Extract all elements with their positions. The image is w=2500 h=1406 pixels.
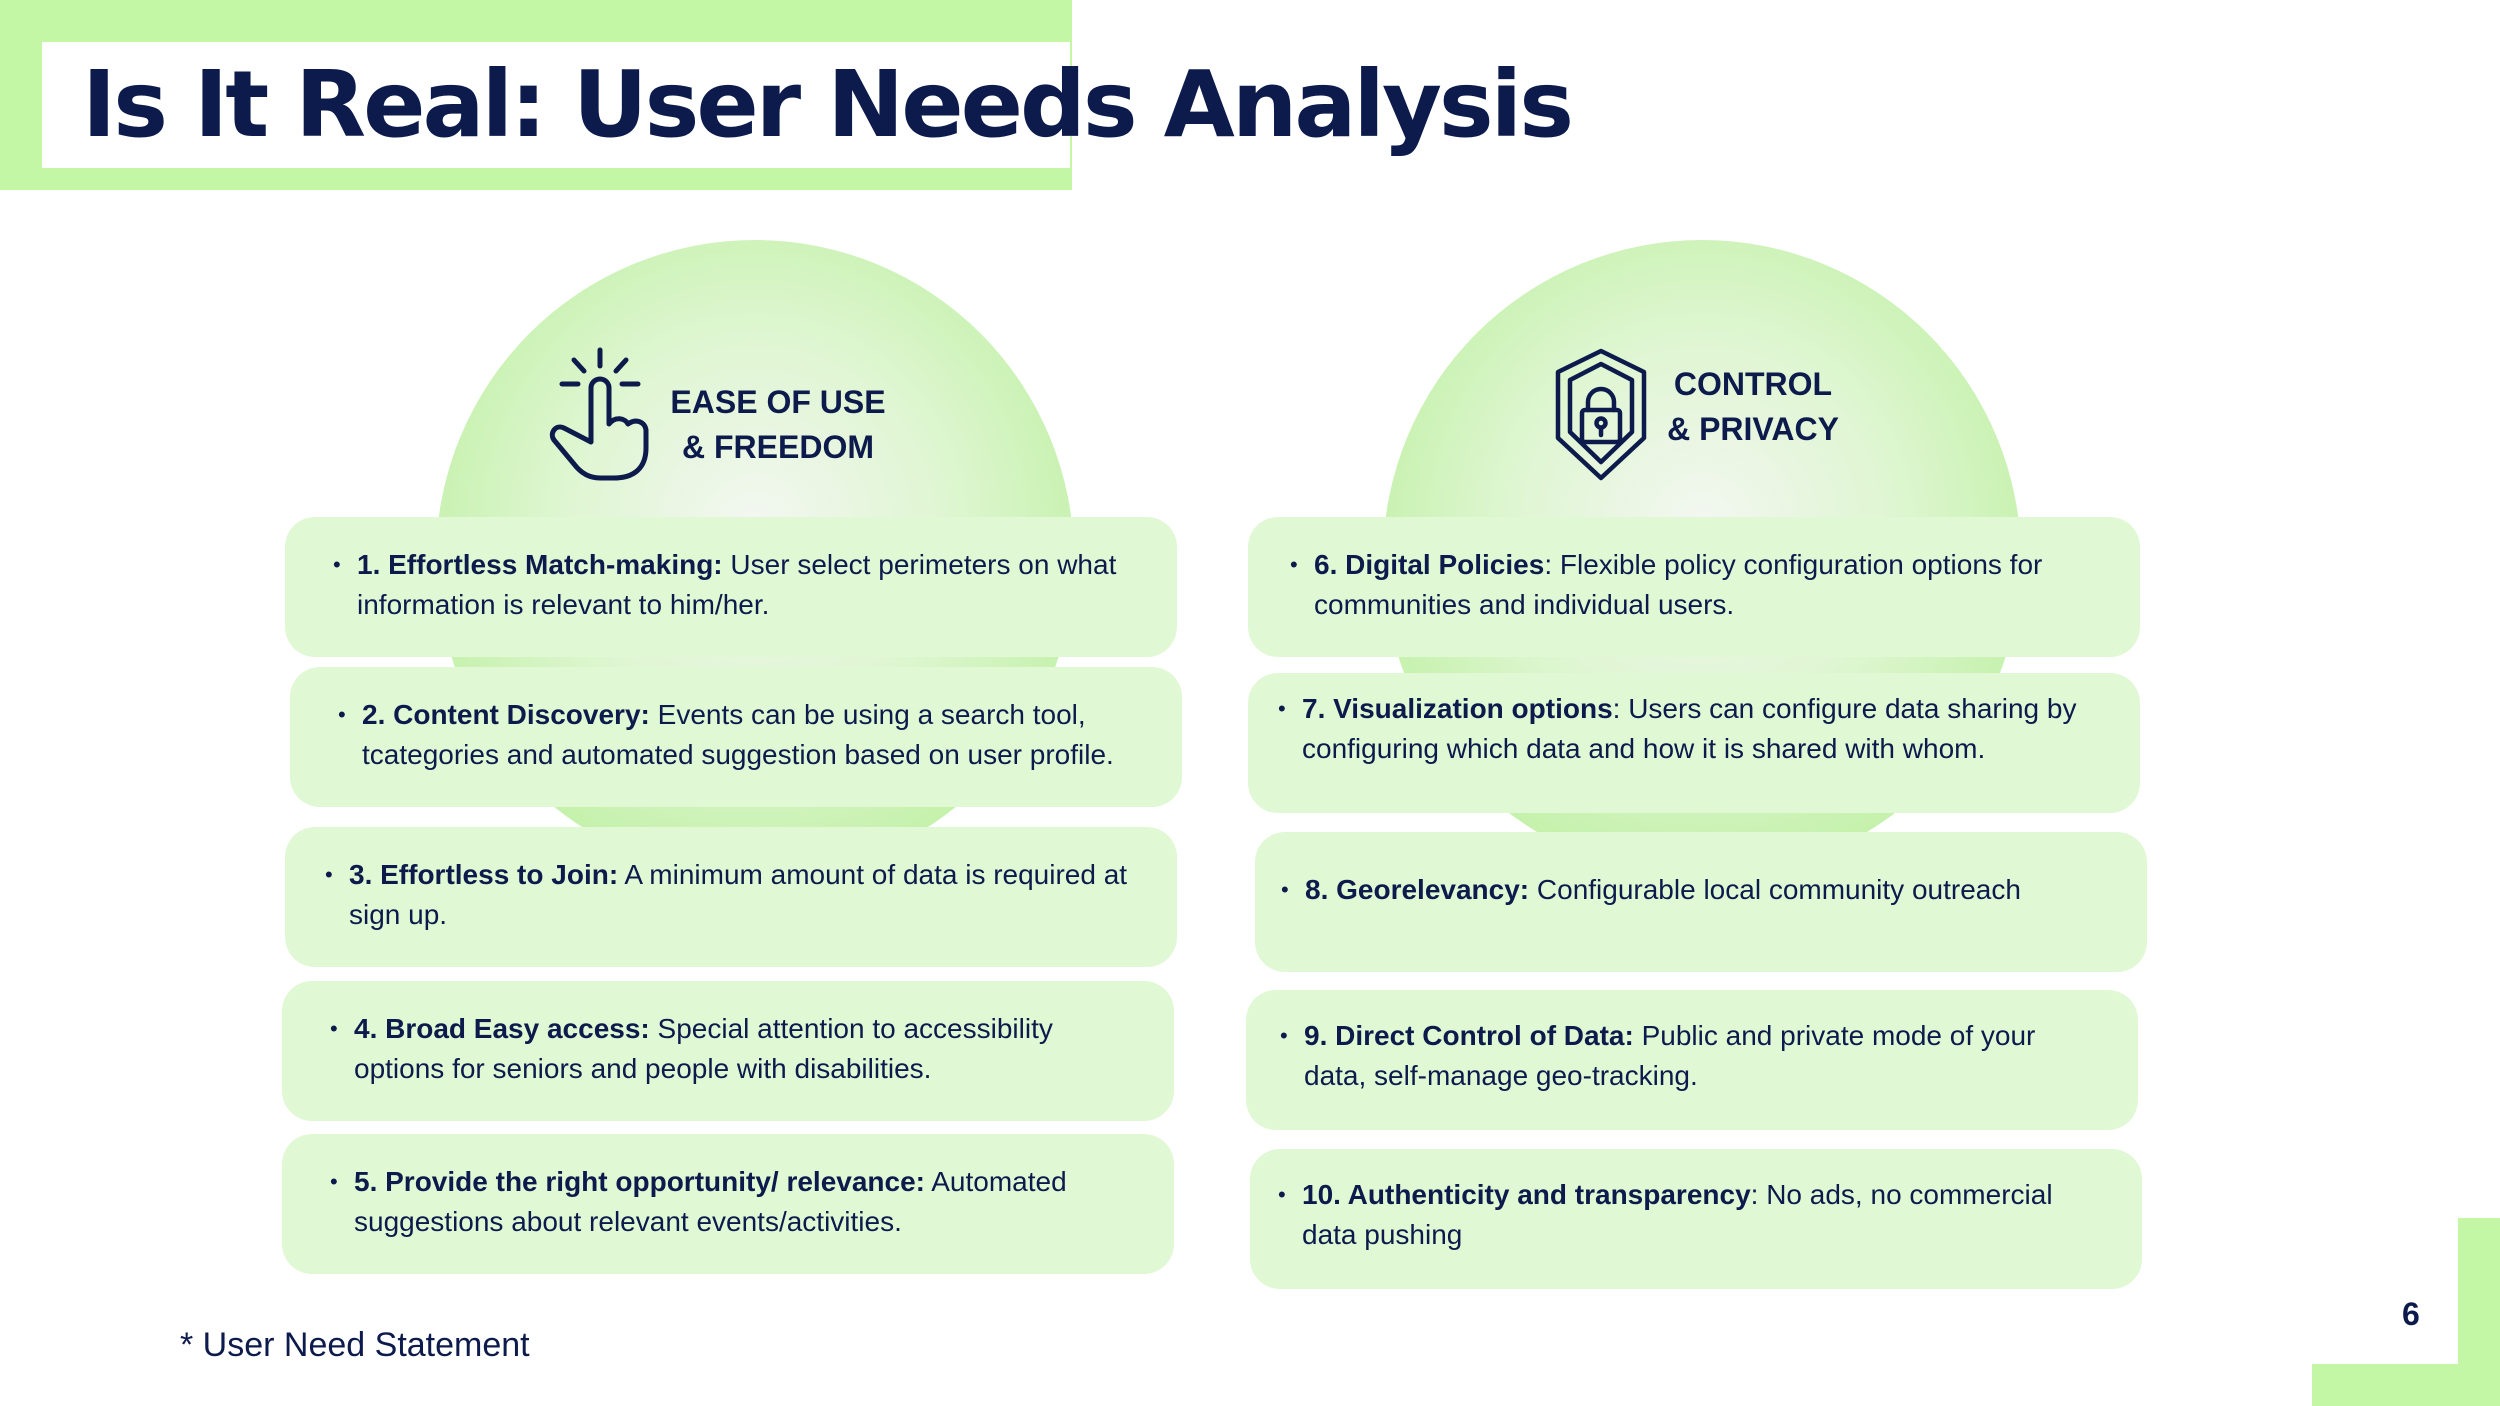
title-panel	[42, 42, 1070, 168]
need-label: 9. Direct Control of Data:	[1304, 1020, 1634, 1051]
page-number: 6	[2402, 1296, 2420, 1332]
ease-of-use-heading: EASE OF USE & FREEDOM	[640, 380, 916, 470]
need-statement: 8. Georelevancy: Configurable local comm…	[1281, 870, 2107, 910]
need-description: Public and private mode of your data, se…	[1304, 1020, 2036, 1091]
need-label: 3. Effortless to Join:	[349, 859, 619, 890]
tap-finger-icon	[549, 347, 649, 481]
need-card: 1. Effortless Match-making: User select …	[285, 517, 1177, 657]
need-statement: 2. Content Discovery: Events can be usin…	[338, 695, 1142, 775]
need-statement: 10. Authenticity and transparency: No ad…	[1278, 1175, 2102, 1255]
need-label: 2. Content Discovery:	[362, 699, 650, 730]
need-card: 10. Authenticity and transparency: No ad…	[1250, 1149, 2142, 1289]
need-statement: 1. Effortless Match-making: User select …	[333, 545, 1137, 625]
need-statement: 3. Effortless to Join: A minimum amount …	[325, 855, 1137, 935]
need-statement: 6. Digital Policies: Flexible policy con…	[1290, 545, 2114, 625]
need-description: Special attention to accessibility optio…	[354, 1013, 1053, 1084]
need-card: 9. Direct Control of Data: Public and pr…	[1246, 990, 2138, 1130]
need-description: Events can be using a search tool, tcate…	[362, 699, 1114, 770]
corner-accent-horizontal	[2312, 1364, 2500, 1406]
need-description: Automated suggestions about relevant eve…	[354, 1166, 1067, 1237]
need-card: 6. Digital Policies: Flexible policy con…	[1248, 517, 2140, 657]
need-label: 5. Provide the right opportunity/ releva…	[354, 1166, 925, 1197]
need-card: 8. Georelevancy: Configurable local comm…	[1255, 832, 2147, 972]
need-description: User select perimeters on what informati…	[357, 549, 1117, 620]
need-card: 5. Provide the right opportunity/ releva…	[282, 1134, 1174, 1274]
need-statement: 7. Visualization options: Users can conf…	[1278, 689, 2100, 769]
heading-line: EASE OF USE	[670, 384, 886, 420]
need-description: : No ads, no commercial data pushing	[1302, 1179, 2053, 1250]
heading-line: & PRIVACY	[1667, 411, 1839, 447]
need-label: 8. Georelevancy:	[1305, 874, 1530, 905]
need-statement: 4. Broad Easy access: Special attention …	[330, 1009, 1134, 1089]
page-title: Is It Real: User Needs Analysis	[82, 51, 1574, 158]
control-privacy-heading: CONTROL & PRIVACY	[1640, 362, 1866, 452]
need-card: 4. Broad Easy access: Special attention …	[282, 981, 1174, 1121]
need-card: 2. Content Discovery: Events can be usin…	[290, 667, 1182, 807]
heading-line: CONTROL	[1673, 366, 1833, 402]
footnote: * User Need Statement	[180, 1326, 530, 1364]
need-card: 3. Effortless to Join: A minimum amount …	[285, 827, 1177, 967]
need-description: : Users can configure data sharing by co…	[1302, 693, 2077, 764]
need-label: 10. Authenticity and transparency	[1302, 1179, 1751, 1210]
need-label: 6. Digital Policies	[1314, 549, 1545, 580]
need-statement: 5. Provide the right opportunity/ releva…	[330, 1162, 1134, 1242]
need-description: A minimum amount of data is required at …	[349, 859, 1128, 930]
need-label: 1. Effortless Match-making:	[357, 549, 723, 580]
need-description: : Flexible policy configuration options …	[1314, 549, 2043, 620]
need-card: 7. Visualization options: Users can conf…	[1248, 673, 2140, 813]
need-description: Configurable local community outreach	[1529, 874, 2021, 905]
need-label: 4. Broad Easy access:	[354, 1013, 650, 1044]
need-statement: 9. Direct Control of Data: Public and pr…	[1280, 1016, 2098, 1096]
heading-line: & FREEDOM	[682, 429, 874, 465]
need-label: 7. Visualization options	[1302, 693, 1613, 724]
shield-lock-icon	[1555, 348, 1647, 481]
